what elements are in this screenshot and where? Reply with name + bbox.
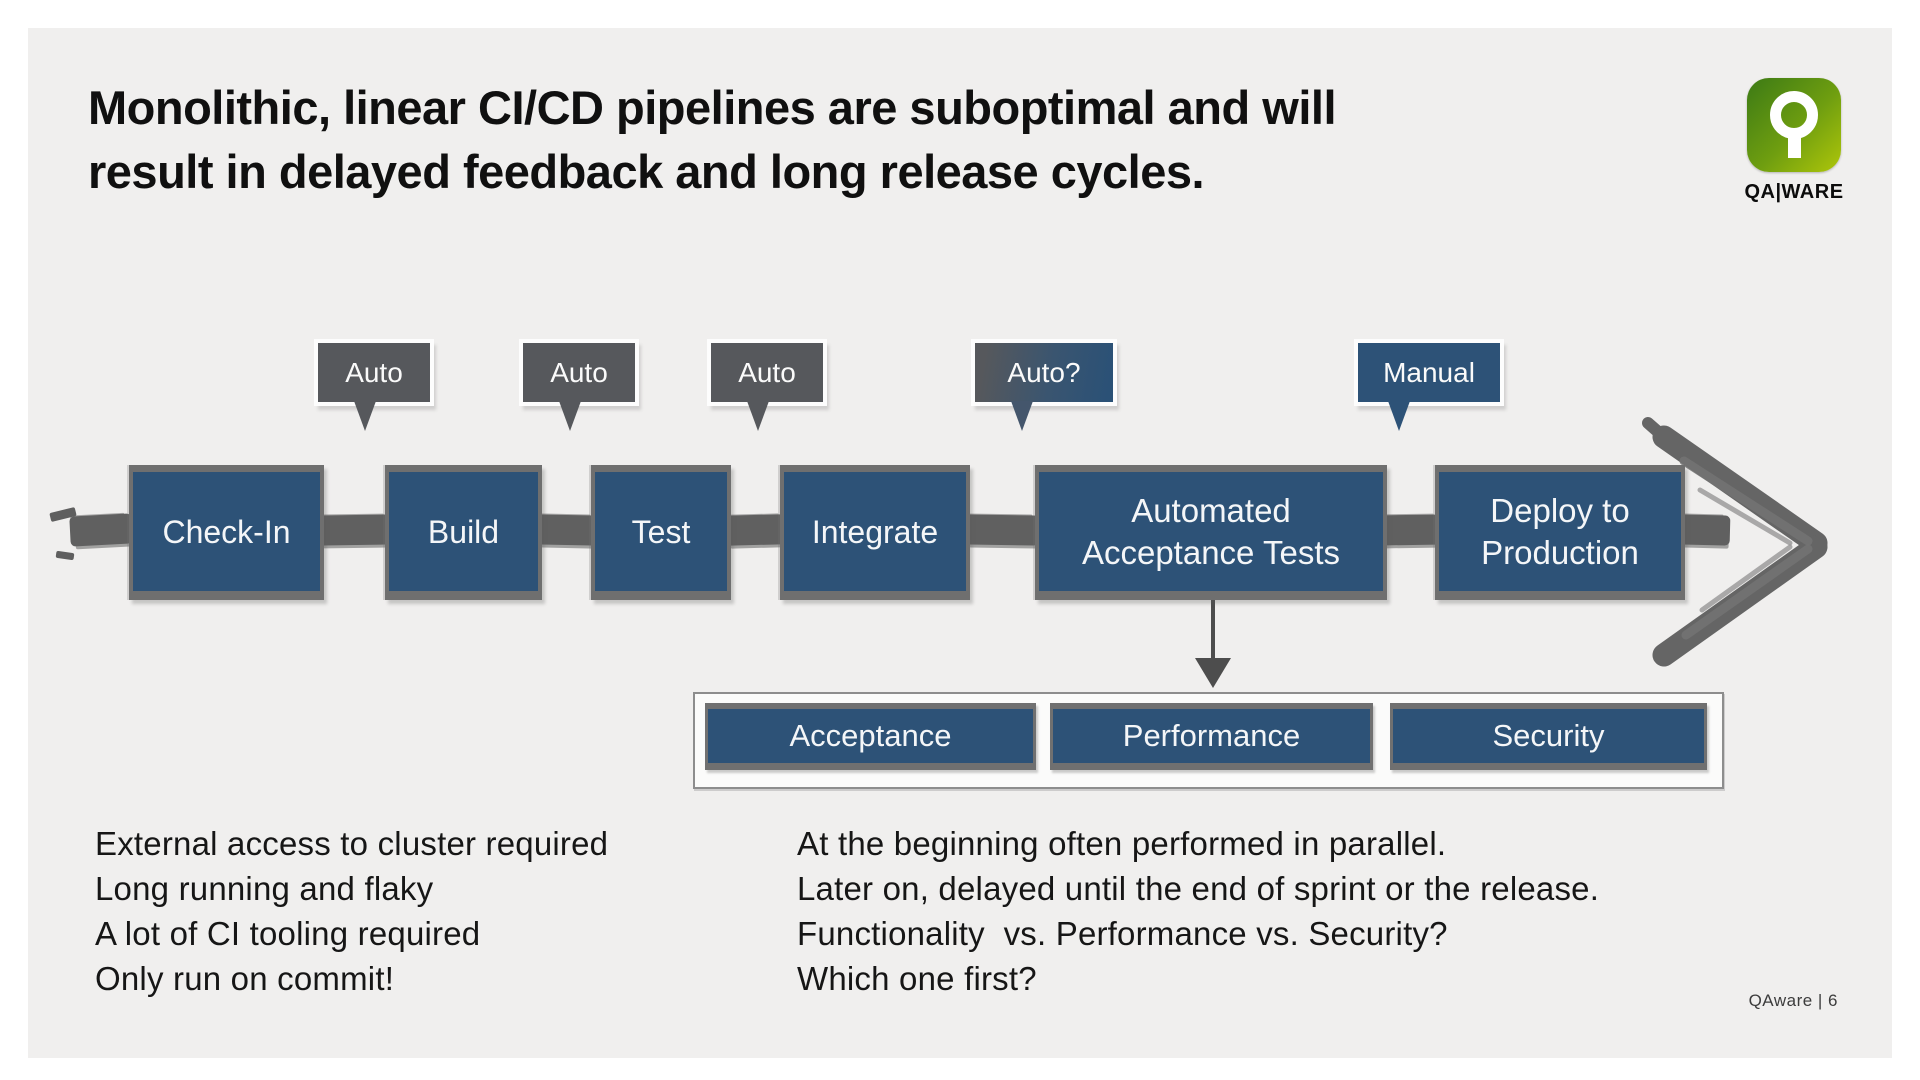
stage-integrate: Integrate: [780, 465, 970, 600]
note-line: At the beginning often performed in para…: [797, 825, 1447, 862]
down-arrow-shaft: [1211, 598, 1215, 660]
subtest-label: Performance: [1122, 718, 1301, 753]
note-line: Long running and flaky: [95, 870, 434, 907]
bubble-tail: [747, 401, 769, 431]
pipeline-entry-stroke: [69, 513, 133, 547]
magnifier-q-stem: [1788, 137, 1801, 158]
stage-label: Integrate: [811, 513, 939, 550]
bubble-label: Auto: [738, 356, 796, 388]
subtest-security: Security: [1390, 703, 1707, 770]
notes-left: External access to cluster required Long…: [95, 821, 608, 1001]
qaware-logo: QA|WARE: [1744, 78, 1844, 204]
note-line: A lot of CI tooling required: [95, 915, 481, 952]
bubble-label: Auto: [345, 356, 403, 388]
stage-test: Test: [591, 465, 731, 600]
down-arrow-icon: [1195, 658, 1231, 688]
subtest-label: Acceptance: [789, 718, 952, 753]
stage-label: Build: [427, 513, 500, 550]
stage-label: Deploy to Production: [1481, 492, 1639, 571]
bubble-auto-question: Auto?: [975, 343, 1113, 431]
pipeline-connector: [724, 514, 787, 546]
pipeline-exit-stroke: [1677, 514, 1731, 546]
bubble-tail: [354, 401, 376, 431]
note-line: Only run on commit!: [95, 960, 395, 997]
pipeline-connector: [535, 514, 598, 546]
page-title-line2: result in delayed feedback and long rele…: [88, 145, 1205, 198]
bubble-auto-2: Auto: [523, 343, 635, 431]
bubble-auto-3: Auto: [711, 343, 823, 431]
note-line: Which one first?: [797, 960, 1037, 997]
pipeline-connector: [1379, 514, 1442, 546]
note-line: External access to cluster required: [95, 825, 609, 862]
stage-label: Test: [631, 513, 691, 550]
slide-footer-page-label: QAware | 6: [1748, 991, 1838, 1010]
bubble-auto-1: Auto: [318, 343, 430, 431]
bubble-label: Manual: [1383, 356, 1475, 388]
page-title-line1: Monolithic, linear CI/CD pipelines are s…: [88, 81, 1337, 134]
page-title: Monolithic, linear CI/CD pipelines are s…: [88, 76, 1337, 204]
magnifier-q-icon: [1770, 91, 1818, 139]
note-line: Later on, delayed until the end of sprin…: [797, 870, 1600, 907]
bubble-manual: Manual: [1358, 343, 1500, 431]
bubble-tail: [1388, 401, 1410, 431]
subtest-performance: Performance: [1050, 703, 1373, 770]
note-line: Functionality vs. Performance vs. Securi…: [797, 915, 1448, 952]
hand-drawn-arrow-icon: [1640, 415, 1840, 690]
stage-label: Automated Acceptance Tests: [1081, 492, 1341, 571]
stage-build: Build: [385, 465, 542, 600]
pipeline-entry-speck: [55, 550, 75, 561]
qaware-wordmark: QA|WARE: [1744, 181, 1844, 203]
pipeline-connector: [317, 514, 392, 546]
subtest-acceptance: Acceptance: [705, 703, 1036, 770]
bubble-label: Auto: [550, 356, 608, 388]
qaware-logo-tile: [1747, 78, 1841, 172]
notes-right: At the beginning often performed in para…: [797, 821, 1599, 1001]
bubble-tail: [1011, 401, 1033, 431]
stage-check-in: Check-In: [129, 465, 324, 600]
stage-deploy-to-production: Deploy to Production: [1435, 465, 1685, 600]
stage-automated-acceptance-tests: Automated Acceptance Tests: [1035, 465, 1387, 600]
bubble-tail: [559, 401, 581, 431]
subtest-label: Security: [1492, 718, 1605, 753]
stage-label: Check-In: [162, 513, 291, 550]
bubble-label: Auto?: [1007, 356, 1081, 388]
pipeline-connector: [963, 514, 1040, 546]
slide: Monolithic, linear CI/CD pipelines are s…: [28, 28, 1892, 1058]
